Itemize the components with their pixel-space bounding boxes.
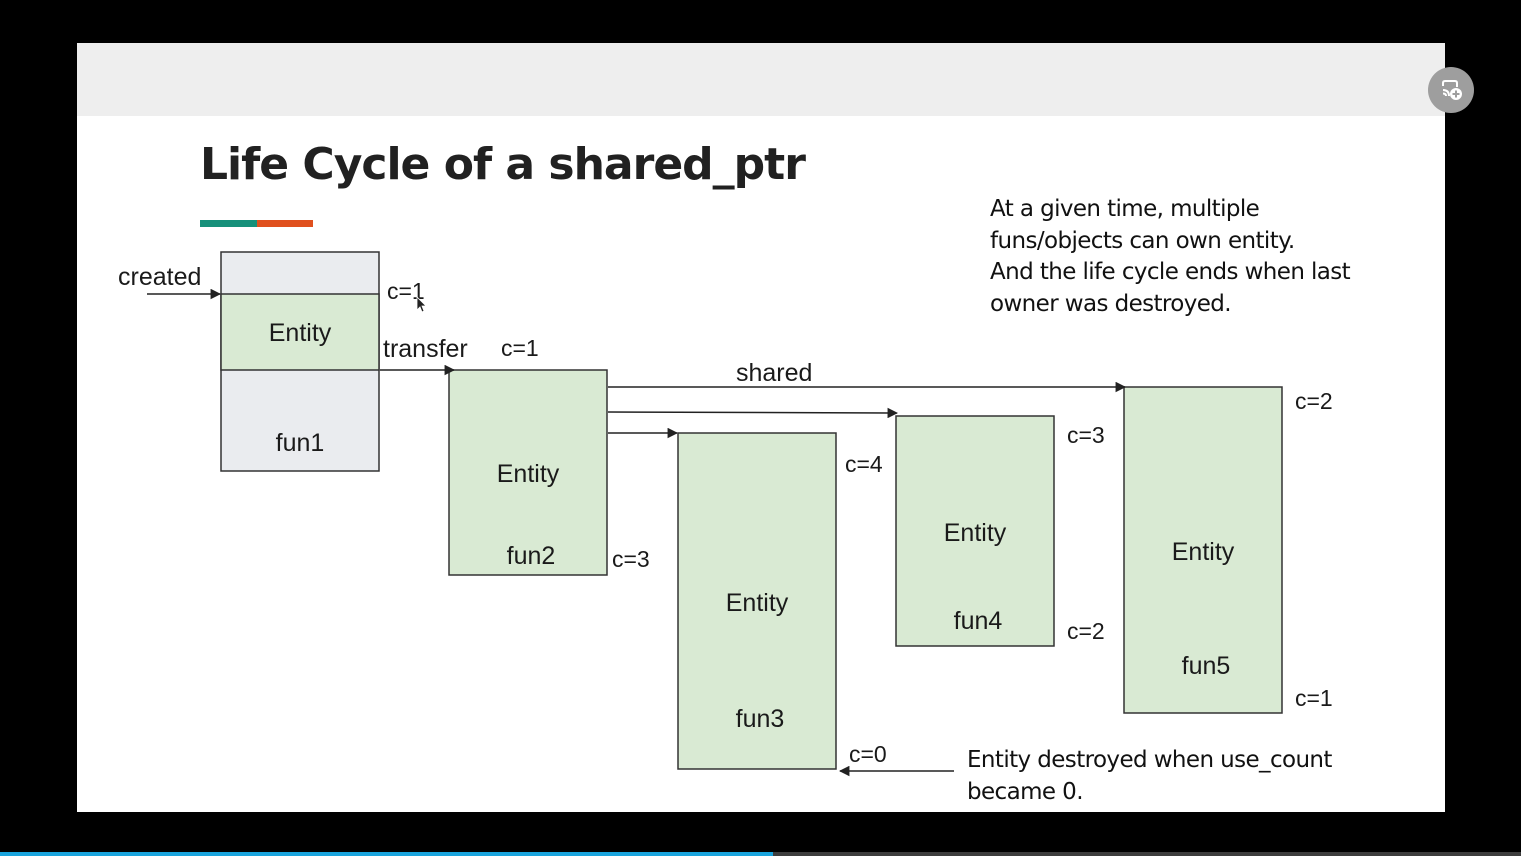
entity-label: Entity xyxy=(269,319,332,347)
cast-button[interactable] xyxy=(1428,67,1474,113)
slide-title: Life Cycle of a shared_ptr xyxy=(200,139,806,190)
function-label: fun4 xyxy=(954,607,1003,635)
lifecycle-diagram: Entity fun1 Entity fun2 Entity fun3 Enti… xyxy=(118,251,1333,777)
ownership-note-line: And the life cycle ends when last xyxy=(990,259,1351,285)
edge-transfer: transfer xyxy=(380,335,468,376)
count-fun2-top: c=1 xyxy=(501,335,539,361)
video-progress-bar[interactable] xyxy=(0,852,1521,856)
count-fun2-bottom: c=3 xyxy=(612,546,650,572)
edge-created: created xyxy=(118,263,222,300)
ownership-note-line: At a given time, multiple xyxy=(990,196,1260,222)
title-accent-orange xyxy=(257,220,313,227)
function-label: fun2 xyxy=(507,542,556,570)
node-fun2: Entity fun2 xyxy=(448,369,608,576)
ownership-note: At a given time, multiple funs/objects c… xyxy=(990,194,1351,320)
edge-label: transfer xyxy=(383,335,468,363)
count-fun5-top: c=2 xyxy=(1295,388,1333,414)
node-fun3: Entity fun3 xyxy=(677,432,837,770)
ownership-note-line: owner was destroyed. xyxy=(990,290,1232,317)
node-fun4: Entity fun4 xyxy=(895,415,1055,647)
slide: Life Cycle of a shared_ptr At a given ti… xyxy=(77,43,1445,812)
count-fun4-top: c=3 xyxy=(1067,422,1105,448)
edge-shared-fun4 xyxy=(607,407,899,419)
cast-icon xyxy=(1442,80,1462,100)
function-label: fun5 xyxy=(1182,652,1231,680)
count-fun3-bottom: c=0 xyxy=(849,741,887,767)
function-label: fun3 xyxy=(736,705,785,733)
count-fun3-top: c=4 xyxy=(845,451,883,477)
node-fun5: Entity fun5 xyxy=(1123,386,1283,714)
edge-label: shared xyxy=(736,359,812,387)
count-fun5-bottom: c=1 xyxy=(1295,685,1333,711)
destroyed-note: Entity destroyed when use_count became 0… xyxy=(967,745,1332,808)
edge-label: created xyxy=(118,263,201,291)
function-label: fun1 xyxy=(276,429,325,457)
entity-label: Entity xyxy=(497,460,560,488)
title-accent-teal xyxy=(200,220,257,227)
node-fun1: Entity fun1 xyxy=(220,251,380,472)
entity-label: Entity xyxy=(726,589,789,617)
entity-label: Entity xyxy=(944,519,1007,547)
mouse-cursor-icon xyxy=(416,296,427,313)
count-fun4-bottom: c=2 xyxy=(1067,618,1105,644)
video-progress-fill xyxy=(0,852,773,856)
entity-label: Entity xyxy=(1172,538,1235,566)
edge-shared-fun5: shared xyxy=(608,359,1127,393)
destroyed-note-line: became 0. xyxy=(967,778,1084,805)
slide-top-band xyxy=(77,43,1445,116)
ownership-note-line: funs/objects can own entity. xyxy=(990,227,1295,254)
destroyed-note-line: Entity destroyed when use_count xyxy=(967,747,1332,773)
